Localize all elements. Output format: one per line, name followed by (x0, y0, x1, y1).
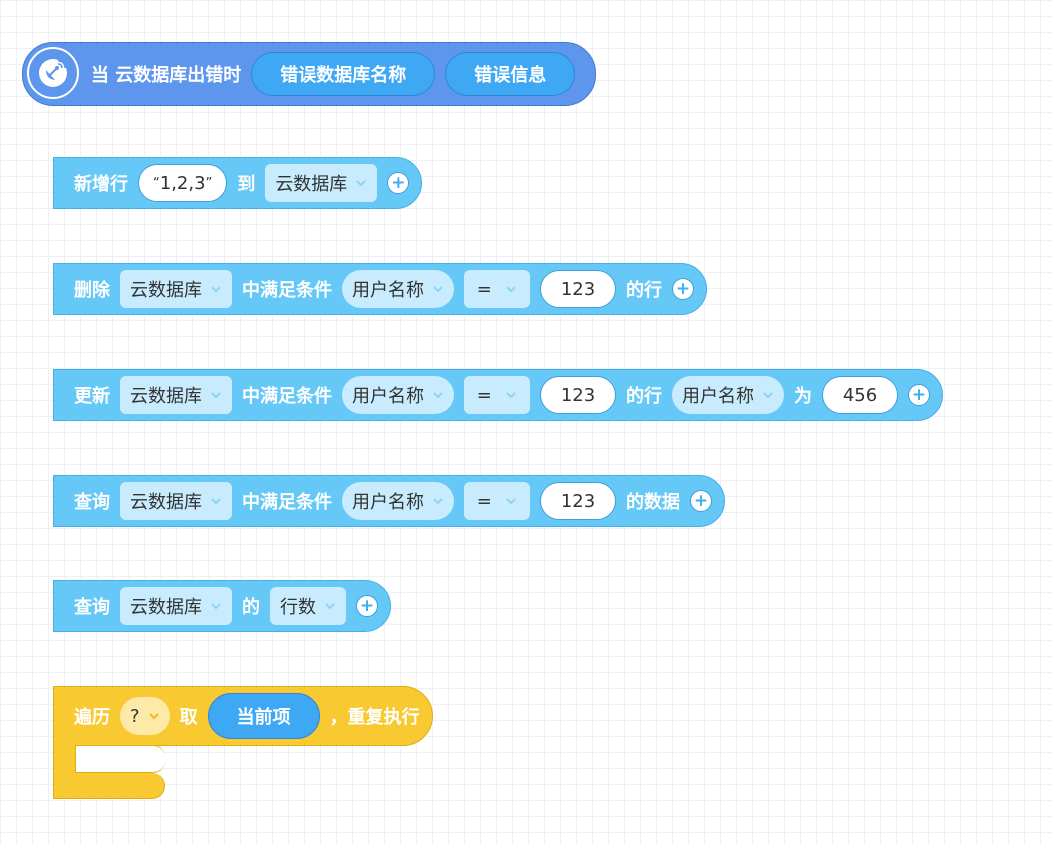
chevron-down-icon (211, 498, 221, 505)
add-param-plus-icon[interactable]: + (672, 278, 694, 300)
of-label: 的 (242, 597, 260, 618)
query-label: 查询 (74, 492, 110, 513)
chevron-down-icon (506, 392, 516, 399)
target-field-dropdown[interactable]: 用户名称 (672, 376, 784, 414)
error-info-param[interactable]: 错误信息 (445, 52, 576, 96)
loop-slot[interactable] (75, 745, 165, 773)
database-dropdown[interactable]: 云数据库 (120, 270, 232, 308)
property-dropdown-value: 行数 (280, 597, 316, 618)
operator-value: = (476, 490, 492, 512)
chevron-down-icon (506, 498, 516, 505)
query-count-block[interactable]: 查询 云数据库 的 行数 + (53, 580, 391, 632)
query-data-block[interactable]: 查询 云数据库 中满足条件 用户名称 = 123 的数据 + (53, 475, 725, 527)
as-label: 为 (794, 386, 812, 407)
loop-label: 遍历 (74, 707, 110, 728)
database-dropdown-value: 云数据库 (275, 174, 348, 195)
database-dropdown[interactable]: 云数据库 (120, 587, 232, 625)
close-quote: ” (205, 175, 213, 191)
condition-label: 中满足条件 (242, 492, 332, 513)
operator-dropdown[interactable]: = (464, 482, 530, 520)
field-dropdown-value: 用户名称 (352, 386, 424, 407)
field-dropdown[interactable]: 用户名称 (342, 270, 454, 308)
database-dropdown[interactable]: 云数据库 (120, 482, 232, 520)
value-input[interactable]: 123 (540, 270, 616, 308)
open-quote: “ (153, 175, 160, 191)
database-dropdown[interactable]: 云数据库 (265, 164, 378, 202)
current-item-param[interactable]: 当前项 (207, 693, 320, 739)
query-label: 查询 (74, 597, 110, 618)
chevron-down-icon (763, 392, 773, 399)
value-input[interactable]: 123 (540, 482, 616, 520)
database-dropdown-value: 云数据库 (130, 597, 202, 618)
error-db-name-param[interactable]: 错误数据库名称 (251, 52, 436, 96)
field-dropdown-value: 用户名称 (352, 280, 424, 301)
add-param-plus-icon[interactable]: + (690, 490, 712, 512)
chevron-down-icon (211, 392, 221, 399)
to-label: 到 (237, 174, 256, 195)
database-dropdown-value: 云数据库 (130, 492, 202, 513)
add-param-plus-icon[interactable]: + (356, 595, 378, 617)
delete-label: 删除 (74, 280, 110, 301)
foreach-loop-block[interactable]: 遍历 ? 取 当前项 ，重复执行 (53, 686, 433, 746)
take-label: 取 (179, 707, 198, 728)
chevron-down-icon (211, 603, 221, 610)
field-dropdown-value: 用户名称 (352, 492, 424, 513)
add-param-plus-icon[interactable]: + (387, 172, 410, 194)
satellite-dish-icon (27, 47, 79, 99)
chevron-down-icon (148, 713, 159, 720)
operator-value: = (476, 278, 492, 300)
field-dropdown[interactable]: 用户名称 (342, 482, 454, 520)
chevron-down-icon (356, 180, 367, 187)
loop-variable-value: ? (130, 705, 140, 727)
suffix-label: 的行 (626, 280, 662, 301)
loop-body-side (53, 745, 76, 775)
chevron-down-icon (433, 498, 443, 505)
chevron-down-icon (325, 603, 335, 610)
chevron-down-icon (433, 286, 443, 293)
update-rows-block[interactable]: 更新 云数据库 中满足条件 用户名称 = 123 的行 用户名称 为 456 + (53, 369, 943, 421)
delete-rows-block[interactable]: 删除 云数据库 中满足条件 用户名称 = 123 的行 + (53, 263, 707, 315)
update-label: 更新 (74, 386, 110, 407)
value-input[interactable]: 123 (540, 376, 616, 414)
operator-dropdown[interactable]: = (464, 270, 530, 308)
operator-dropdown[interactable]: = (464, 376, 530, 414)
add-row-block[interactable]: 新增行 “ 1,2,3 ” 到 云数据库 + (53, 157, 423, 209)
repeat-label: ，重复执行 (329, 707, 420, 728)
field-dropdown[interactable]: 用户名称 (342, 376, 454, 414)
loop-variable-dropdown[interactable]: ? (120, 697, 170, 735)
property-dropdown[interactable]: 行数 (270, 587, 346, 625)
chevron-down-icon (211, 286, 221, 293)
add-row-label: 新增行 (74, 174, 128, 195)
add-param-plus-icon[interactable]: + (908, 384, 930, 406)
cloud-db-error-event-block[interactable]: 当 云数据库出错时 错误数据库名称 错误信息 (22, 42, 597, 106)
row-values-text: 1,2,3 (159, 172, 206, 194)
condition-label: 中满足条件 (242, 280, 332, 301)
event-label: 当 云数据库出错时 (91, 65, 242, 86)
operator-value: = (476, 384, 492, 406)
row-values-input[interactable]: “ 1,2,3 ” (138, 164, 228, 202)
database-dropdown-value: 云数据库 (130, 386, 202, 407)
loop-footer (53, 773, 165, 799)
row-label: 的行 (626, 386, 662, 407)
target-field-value: 用户名称 (682, 386, 754, 407)
chevron-down-icon (506, 286, 516, 293)
suffix-label: 的数据 (626, 492, 680, 513)
condition-label: 中满足条件 (242, 386, 332, 407)
database-dropdown[interactable]: 云数据库 (120, 376, 232, 414)
chevron-down-icon (433, 392, 443, 399)
new-value-input[interactable]: 456 (822, 376, 898, 414)
database-dropdown-value: 云数据库 (130, 280, 202, 301)
